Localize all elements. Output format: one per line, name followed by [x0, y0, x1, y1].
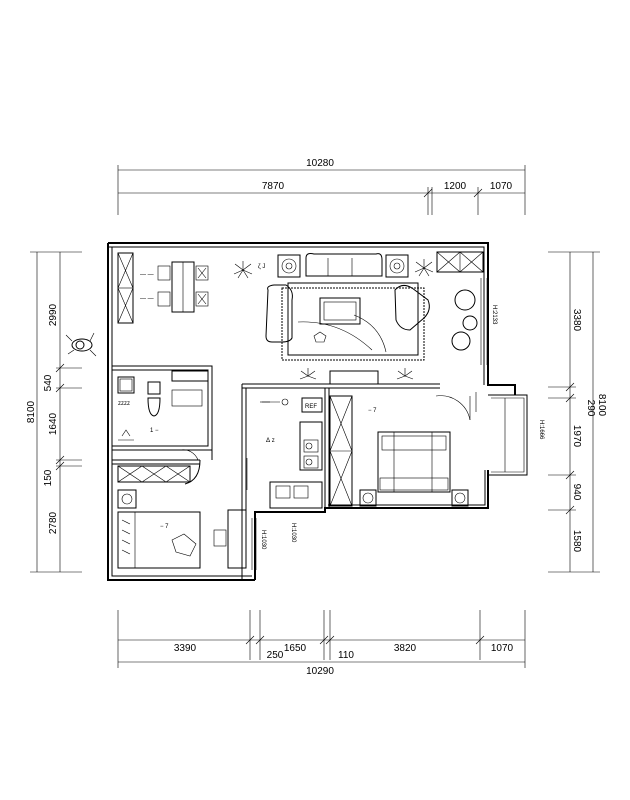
- bay-window: [488, 394, 528, 476]
- sofa-group: [265, 253, 430, 361]
- svg-text:— —: — —: [140, 296, 154, 302]
- left-dimension-4: 150: [43, 469, 54, 486]
- plant-icon: ζ J: [233, 261, 265, 279]
- kitchen-window-height: H:1030: [290, 523, 296, 543]
- bottom-dimension-6: 1070: [491, 643, 514, 654]
- tv-unit: [299, 368, 414, 385]
- svg-text:− 7: − 7: [160, 524, 169, 530]
- small-bedroom-window-height: H:1030: [260, 530, 266, 550]
- right-total-dimension: 8100: [596, 394, 607, 417]
- top-dimension-1: 7870: [262, 181, 285, 192]
- kitchen: REF ᐃ ᴢ: [246, 397, 323, 509]
- svg-text:− 7: − 7: [368, 408, 377, 414]
- bottom-dimension-5: 3820: [394, 643, 417, 654]
- svg-text:REF: REF: [305, 404, 317, 410]
- tv-cabinet: [436, 251, 484, 273]
- top-dimension-3: 1070: [490, 181, 513, 192]
- right-dimension-1: 3380: [571, 309, 582, 332]
- svg-text:1 −: 1 −: [150, 428, 159, 434]
- dining-cabinet: [117, 252, 134, 324]
- right-dimension-2: 290: [585, 400, 596, 417]
- bottom-dimension-3: 1650: [284, 643, 307, 654]
- bedroom-window-height: H:1666: [538, 420, 544, 440]
- right-dimension-3: 1970: [571, 425, 582, 448]
- bathroom: ᴢᴢᴢᴢ 1 −: [117, 370, 209, 461]
- bottom-dimension-1: 3390: [174, 643, 197, 654]
- left-dimension-1: 2990: [48, 303, 59, 326]
- bottom-dimension-2: 250: [267, 650, 284, 661]
- round-stools: [451, 289, 478, 351]
- small-bedroom: − 7: [117, 465, 247, 569]
- left-dimension-lines: [30, 251, 82, 573]
- interior-walls: [112, 365, 440, 580]
- master-bedroom: − 7: [329, 395, 471, 507]
- left-dimension-3: 1640: [48, 412, 59, 435]
- bottom-dimension-4: 110: [338, 650, 354, 661]
- top-total-dimension: 10280: [306, 158, 334, 169]
- left-dimension-5: 2780: [48, 511, 59, 534]
- living-room-window-height: H:2133: [491, 305, 497, 325]
- plant-icon: [414, 259, 434, 277]
- left-dimension-2: 540: [43, 374, 54, 391]
- outer-walls: [107, 242, 516, 581]
- person-icon: [65, 332, 97, 357]
- top-dimension-2: 1200: [444, 181, 467, 192]
- right-dimension-lines: [548, 251, 600, 573]
- svg-text:ᐃ ᴢ: ᐃ ᴢ: [266, 438, 275, 444]
- bottom-total-dimension: 10290: [306, 666, 334, 677]
- dining-table: — — — —: [140, 261, 209, 313]
- svg-text:ᴢᴢᴢᴢ: ᴢᴢᴢᴢ: [118, 401, 130, 407]
- svg-text:— —: — —: [140, 272, 154, 278]
- small-bedroom-window: [251, 518, 257, 570]
- top-dimension-lines: [117, 165, 526, 215]
- living-room-window: [480, 278, 488, 365]
- bottom-dimension-lines: [117, 610, 526, 668]
- right-dimension-4: 940: [571, 484, 582, 501]
- door-arrows: [260, 392, 477, 412]
- right-dimension-5: 1580: [571, 530, 582, 553]
- left-total-dimension: 8100: [26, 400, 37, 423]
- svg-text:ζ J: ζ J: [258, 264, 265, 270]
